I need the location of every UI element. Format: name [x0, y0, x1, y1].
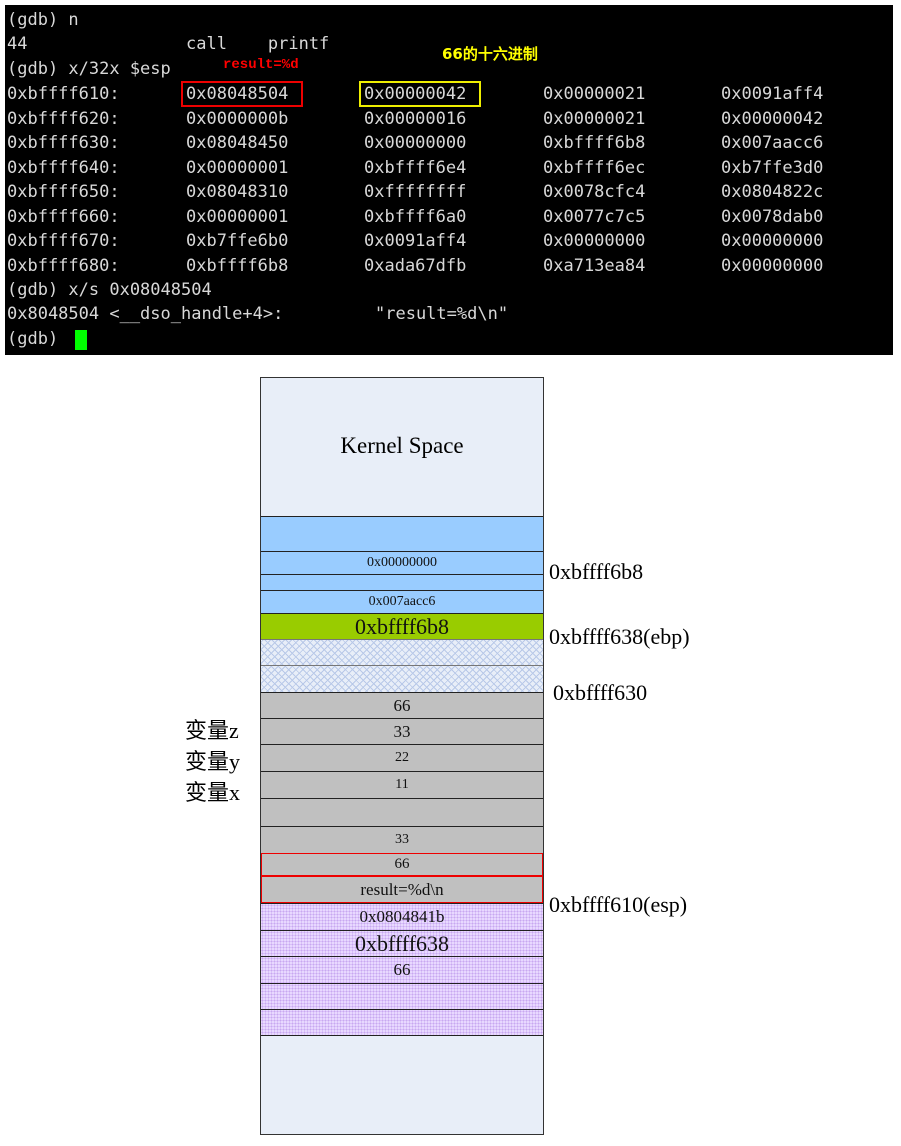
- stack-cell: [261, 516, 543, 551]
- memory-word: 0x08048450: [186, 133, 289, 153]
- memory-word: 0x007aacc6: [721, 133, 824, 153]
- memory-word: 0x0078cfc4: [543, 182, 646, 202]
- terminal-line: 0x8048504 <__dso_handle+4>:: [7, 304, 284, 324]
- stack-cell: [261, 798, 543, 826]
- memory-word: 0xbffff6e4: [364, 157, 467, 178]
- memory-address: 0xbffff680:: [7, 255, 120, 276]
- terminal-line: (gdb) n: [7, 10, 79, 30]
- memory-word: 0xbffff6b8: [543, 133, 646, 153]
- memory-word: 0x00000042: [364, 84, 467, 104]
- address-label: 0xbffff630: [553, 680, 648, 705]
- memory-word: 0x0000000b: [186, 108, 289, 129]
- result-annotation: result=%d: [223, 57, 299, 73]
- variable-x-label: 变量x: [185, 780, 241, 805]
- memory-word: 0x00000021: [543, 84, 646, 104]
- memory-address: 0xbffff610:: [7, 84, 120, 104]
- stack-cell: [261, 639, 543, 665]
- stack-cell: [261, 983, 543, 1009]
- memory-word: 0xbffff6a0: [364, 206, 467, 227]
- memory-word: 0x0804822c: [721, 182, 824, 202]
- stack-cell: result=%d\n: [261, 876, 543, 903]
- terminal-cursor: [75, 330, 87, 350]
- memory-word: 0x00000016: [364, 108, 467, 129]
- memory-address: 0xbffff640:: [7, 157, 120, 178]
- stack-cell: 22: [261, 744, 543, 771]
- memory-word: 0xada67dfb: [364, 255, 467, 276]
- memory-address: 0xbffff650:: [7, 182, 120, 202]
- memory-address: 0xbffff660:: [7, 206, 120, 227]
- stack-cell: 11: [261, 771, 543, 798]
- ebp-label: 0xbffff638(ebp): [549, 624, 690, 649]
- memory-address: 0xbffff630:: [7, 133, 120, 153]
- memory-word: 0x00000001: [186, 157, 289, 178]
- memory-word: 0x00000000: [721, 231, 824, 251]
- stack-cell: [261, 574, 543, 590]
- terminal-line: (gdb) x/s 0x08048504: [7, 280, 212, 300]
- memory-word: 0x08048504: [186, 84, 289, 104]
- memory-word: 0x0077c7c5: [543, 206, 646, 227]
- terminal-line: "result=%d\n": [375, 304, 509, 324]
- variable-y-label: 变量y: [185, 749, 241, 774]
- memory-word: 0x0091aff4: [721, 84, 824, 104]
- memory-address: 0xbffff620:: [7, 108, 120, 129]
- stack-cell: 0xbffff638: [261, 930, 543, 956]
- stack-cell: 66: [261, 692, 543, 718]
- memory-word: 0xb7ffe3d0: [721, 157, 824, 178]
- memory-word: 0x00000001: [186, 206, 289, 227]
- memory-word: 0x00000000: [364, 133, 467, 153]
- stack-cell: 33: [261, 826, 543, 853]
- memory-word: 0x00000000: [721, 255, 824, 276]
- hex-66-annotation: 66的十六进制: [442, 45, 538, 63]
- memory-word: 0x0078dab0: [721, 206, 824, 227]
- stack-cell: 0x0804841b: [261, 903, 543, 930]
- stack-cell: 0x00000000: [261, 551, 543, 574]
- stack-cell: 66: [261, 956, 543, 983]
- memory-address: 0xbffff670:: [7, 231, 120, 251]
- address-label: 0xbffff6b8: [549, 559, 644, 584]
- memory-word: 0xbffff6ec: [543, 157, 646, 178]
- terminal-line: 44: [7, 34, 28, 54]
- highlight-box-yellow: [359, 81, 481, 107]
- kernel-space-label: Kernel Space: [340, 433, 464, 458]
- memory-word: 0xb7ffe6b0: [186, 231, 289, 251]
- memory-word: 0xbffff6b8: [186, 255, 289, 276]
- variable-z-label: 变量z: [185, 718, 239, 743]
- memory-word: 0x0091aff4: [364, 231, 467, 251]
- memory-word: 0xa713ea84: [543, 255, 646, 276]
- memory-word: 0x00000000: [543, 231, 646, 251]
- memory-word: 0x00000021: [543, 108, 646, 129]
- memory-word: 0x08048310: [186, 182, 289, 202]
- memory-word: 0xffffffff: [364, 182, 467, 202]
- gdb-terminal[interactable]: (gdb) n 44 call printf (gdb) x/32x $esp …: [5, 5, 893, 355]
- stack-cell: 0xbffff6b8: [261, 613, 543, 639]
- stack-cell: 0x007aacc6: [261, 590, 543, 613]
- stack-cell: [261, 1009, 543, 1036]
- esp-label: 0xbffff610(esp): [549, 892, 688, 917]
- terminal-line: (gdb) x/32x $esp: [7, 59, 171, 79]
- terminal-line: call printf: [186, 34, 330, 54]
- stack-cell: [261, 665, 543, 692]
- terminal-line: (gdb): [7, 329, 69, 349]
- stack-cell: 66: [261, 853, 543, 876]
- highlight-box-red: [181, 81, 303, 107]
- memory-word: 0x00000042: [721, 108, 824, 129]
- stack-cell: 33: [261, 718, 543, 744]
